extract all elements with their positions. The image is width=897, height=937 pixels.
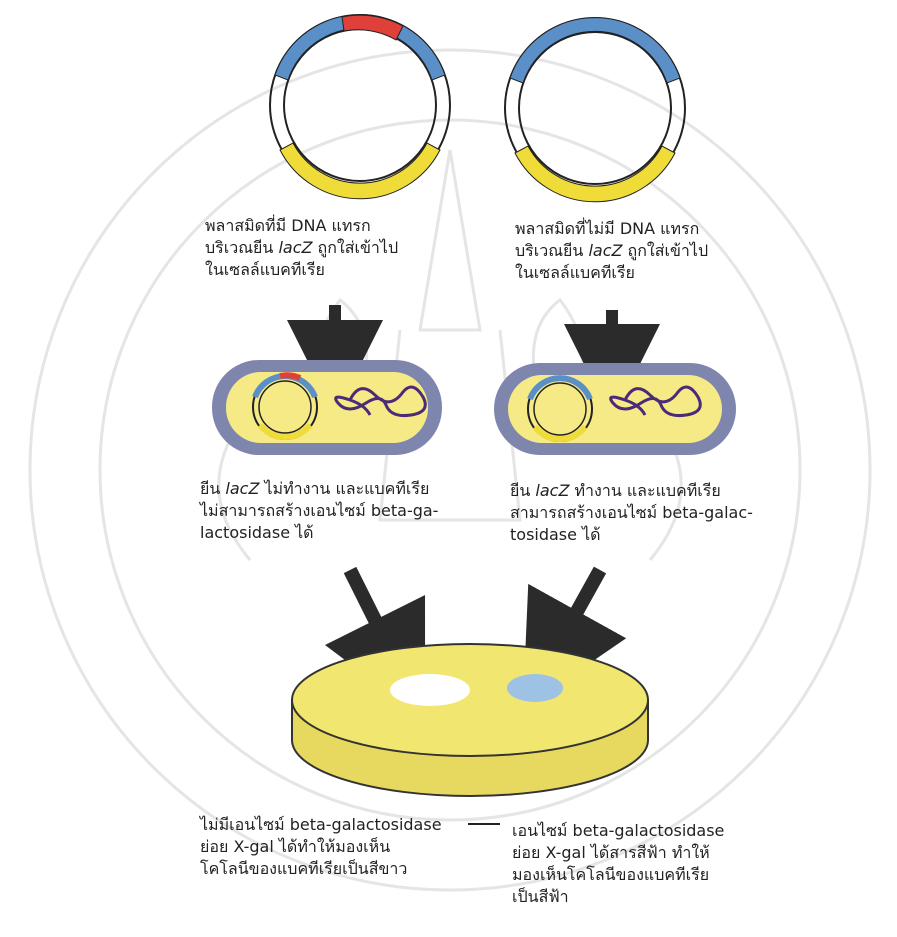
caption-white-colony: ไม่มีเอนไซม์ beta-galactosidase ย่อย X-g… (200, 814, 442, 880)
caption-blue-colony: เอนไซม์ beta-galactosidase ย่อย X-gal ได… (512, 820, 724, 908)
arrow-right-2 (550, 570, 600, 660)
marker-segment-left (280, 143, 440, 199)
bacterium-with-nonrecombinant-plasmid (494, 363, 736, 455)
insert-segment (342, 15, 403, 40)
caption-plasmid-no-insert: พลาสมิดที่ไม่มี DNA แทรก บริเวณยีน lacZ … (515, 218, 708, 284)
plasmid-without-insert (505, 18, 685, 202)
plasmid-with-insert (270, 15, 450, 199)
marker-segment-right (515, 146, 675, 202)
caption-gene-inactive: ยีน lacZ ไม่ทำงาน และแบคทีเรีย ไม่สามารถ… (200, 478, 438, 544)
petri-dish (292, 644, 648, 796)
bacterium-with-recombinant-plasmid (212, 360, 442, 455)
caption-gene-active: ยีน lacZ ทำงาน และแบคทีเรีย สามารถสร้างเ… (510, 480, 753, 546)
white-colony (390, 674, 470, 706)
lacz-segment-right (510, 18, 680, 83)
caption-plasmid-insert: พลาสมิดที่มี DNA แทรก บริเวณยีน lacZ ถูก… (205, 215, 398, 281)
blue-colony (507, 674, 563, 702)
